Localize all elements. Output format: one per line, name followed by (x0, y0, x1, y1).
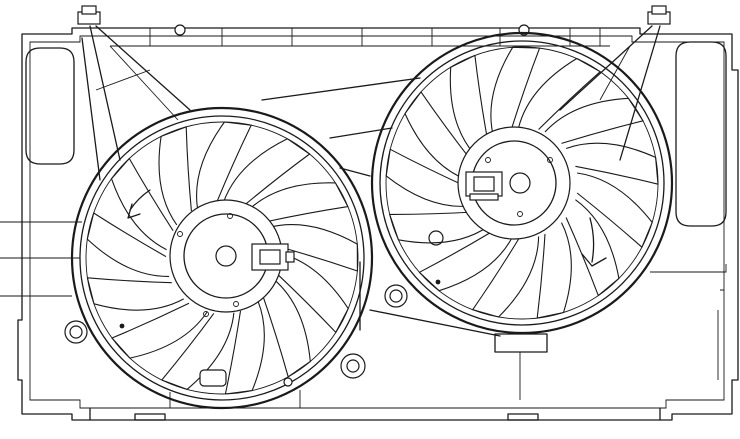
left-fan-blade-2 (262, 278, 311, 378)
right-fan-blade-1 (576, 172, 653, 248)
left-fan-blade-11 (223, 138, 311, 207)
left-fan-blade-3 (224, 300, 265, 395)
left-fan-blade-9 (158, 126, 192, 226)
left-fan-blade-12 (249, 182, 349, 223)
left-fan-blades (86, 121, 358, 395)
right-fan-blade-7 (385, 148, 471, 207)
grommet-center (384, 284, 408, 308)
left-fan-blade-1 (275, 252, 349, 333)
right-fan-blade-6 (389, 211, 488, 244)
left-fan-drain-tab (199, 369, 227, 387)
left-fan-rivet (119, 323, 125, 329)
grommet-bottom (340, 353, 366, 379)
right-fan-blade-11 (518, 57, 601, 130)
left-fan (70, 106, 374, 410)
right-fan-motor-hub (457, 126, 571, 240)
left-fan-blade-5 (111, 302, 208, 359)
shroud-frame (17, 27, 739, 421)
left-fan-blade-10 (196, 121, 252, 208)
left-fan-blade-7 (86, 212, 170, 277)
top-clip-left (174, 24, 186, 36)
right-top-post (647, 5, 671, 25)
right-fan-blade-12 (544, 97, 644, 144)
shroud-struts (81, 25, 661, 337)
left-top-post (77, 5, 101, 25)
right-fan-shroud-ring (370, 31, 674, 335)
right-fan-blade-3 (536, 222, 572, 319)
right-fan-blades (385, 46, 659, 319)
side-brackets (0, 221, 727, 408)
left-fan-clip (283, 377, 293, 387)
grommet-left (64, 320, 88, 344)
grommet-right-hub (428, 230, 444, 246)
right-fan-rivet (435, 279, 441, 285)
right-fan-blade-8 (404, 91, 472, 181)
right-fan (370, 31, 674, 335)
left-fan-blade-6 (86, 277, 184, 311)
right-fan-blade-4 (472, 236, 540, 318)
left-motor-connector-icon (251, 243, 295, 271)
right-rotation-arrow-icon (589, 217, 595, 263)
right-fan-blade-9 (449, 54, 488, 155)
left-rotation-arrow-icon (129, 189, 151, 211)
right-shroud-window (675, 41, 727, 227)
left-fan-blade-8 (110, 157, 174, 251)
right-motor-connector-icon (465, 171, 503, 201)
left-fan-blade-13 (268, 224, 358, 272)
right-fan-blade-2 (565, 199, 620, 297)
bottom-tab (494, 333, 548, 353)
left-fan-blade-4 (161, 312, 235, 390)
left-fan-shroud-ring (70, 106, 374, 410)
right-fan-blade-10 (490, 46, 541, 136)
left-shroud-window (25, 47, 75, 165)
right-fan-blade-13 (565, 142, 659, 185)
right-fan-blade-5 (418, 230, 513, 292)
